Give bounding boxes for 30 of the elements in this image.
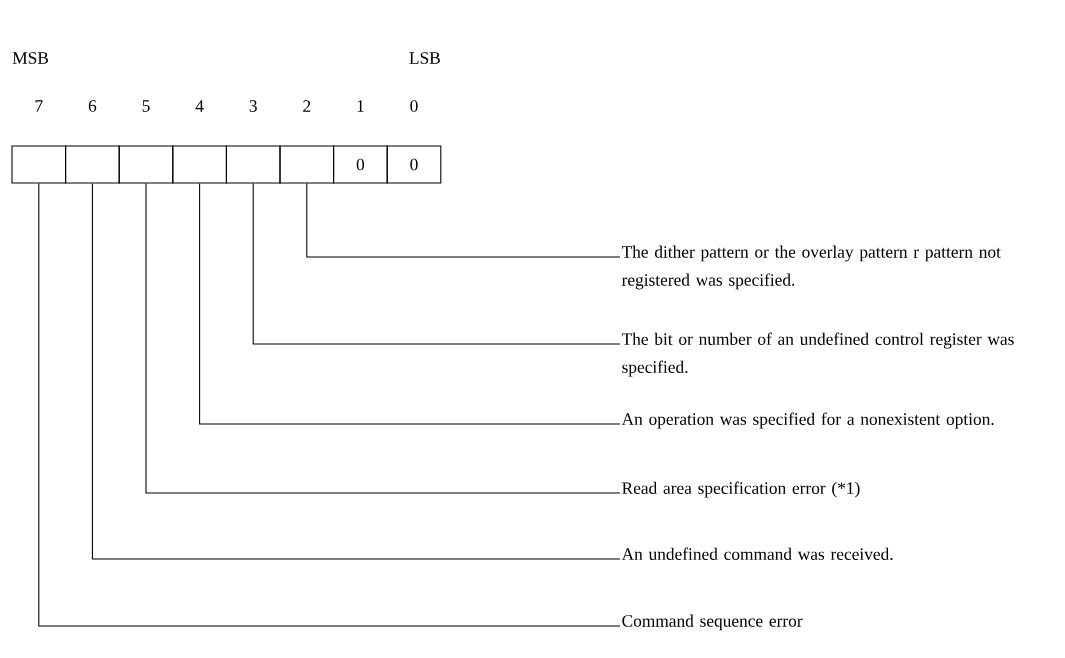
bit-number: 3 <box>249 100 257 112</box>
bit-number: 2 <box>303 100 311 112</box>
leader-line <box>91 183 621 560</box>
bit-cell <box>225 145 281 184</box>
leader-line <box>145 183 621 494</box>
description-text: The bit or number of an undefined control register was specified. <box>621 332 1014 377</box>
leader-line <box>38 183 621 627</box>
bit-number: 0 <box>410 100 418 112</box>
bit-number: 5 <box>142 100 150 112</box>
bit-cell: 0 <box>386 145 442 184</box>
leader-line <box>252 183 621 345</box>
msb-label: MSB <box>12 52 48 64</box>
description-text: An undefined command was received. <box>621 547 893 561</box>
description-text: Command sequence error <box>622 614 803 631</box>
bit-cell <box>279 145 335 184</box>
bit-number: 1 <box>357 100 364 112</box>
bit-cell <box>118 145 174 184</box>
bit-number: 6 <box>88 100 97 112</box>
bit-number: 7 <box>35 100 43 112</box>
description-text: An operation was specified for a nonexistent option. <box>621 412 994 429</box>
bit-cell <box>172 145 227 184</box>
leader-line <box>199 183 621 425</box>
description-text: The dither pattern or the overlay pattern r pattern not registered was specified. <box>621 245 1001 290</box>
bit-cell: 0 <box>333 145 388 184</box>
leader-line <box>306 183 621 258</box>
description-text: Read area specification error (*1) <box>622 481 860 498</box>
bit-cell <box>11 145 67 184</box>
lsb-label: LSB <box>409 52 440 64</box>
bit-number: 4 <box>195 100 204 112</box>
bit-cell <box>65 145 120 184</box>
